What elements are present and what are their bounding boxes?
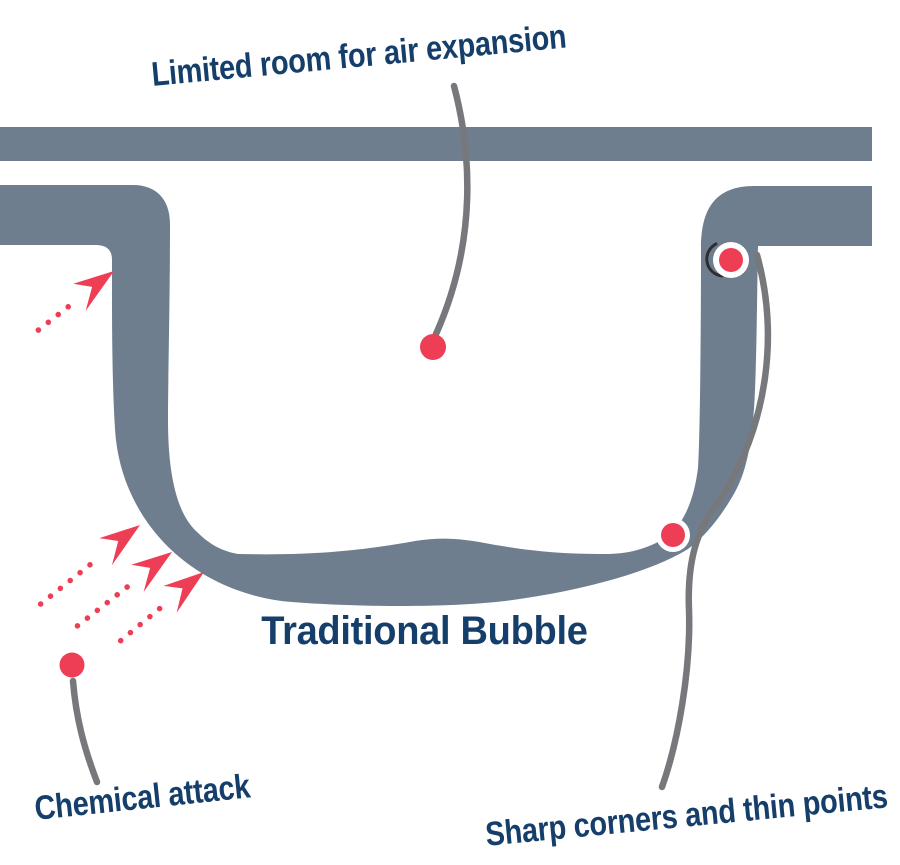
sharp-corners-leader-line (658, 251, 772, 791)
arrow-head-icon (163, 572, 204, 613)
thin-point-marker-dot (661, 523, 685, 547)
air-expansion-leader-line (432, 82, 471, 338)
arrow-head-icon (131, 552, 172, 592)
arrow-head-icon (73, 271, 114, 311)
sharp-corner-notch (705, 242, 724, 278)
chemical-attack-arrow-3 (74, 552, 172, 629)
top-plate-bar (0, 127, 872, 161)
arrow-dotted-tail (117, 601, 169, 644)
arrow-head-icon (99, 525, 140, 566)
air-expansion-marker-dot (420, 334, 446, 360)
chemical-attack-arrow-4 (117, 572, 204, 644)
chemical-attack-leader-line (69, 677, 101, 786)
arrow-dotted-tail (37, 554, 103, 607)
diagram-title: Traditional Bubble (261, 609, 588, 653)
arrow-dotted-tail (35, 299, 78, 333)
bubble-wall-shape (0, 185, 872, 606)
sharp-corner-marker-dot (719, 248, 743, 272)
chemical-attack-arrow-1 (35, 271, 114, 333)
arrow-dotted-tail (74, 581, 134, 629)
chemical-attack-arrow-2 (37, 525, 140, 607)
chemical-attack-marker-dot (59, 652, 85, 678)
